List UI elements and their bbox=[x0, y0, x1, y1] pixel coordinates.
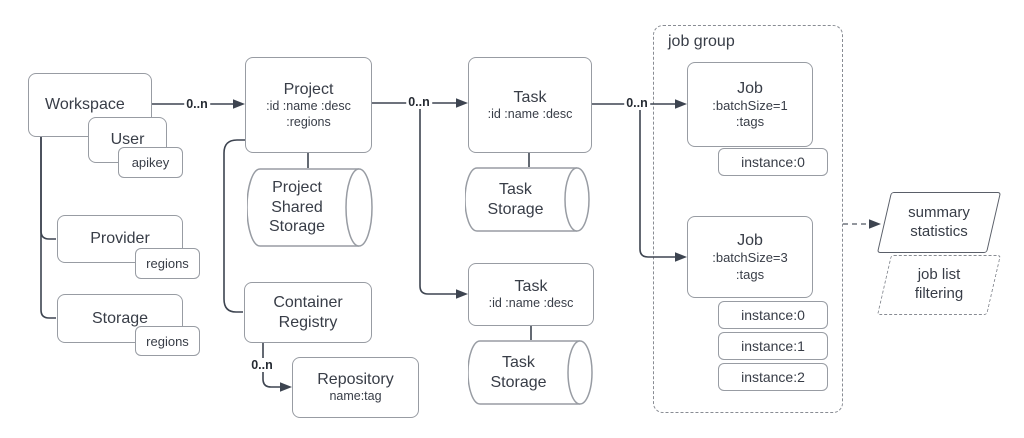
task-node-1: Task :id :name :desc bbox=[468, 57, 592, 153]
provider-regions-label: regions bbox=[146, 256, 189, 271]
instance-node: instance:1 bbox=[718, 332, 828, 360]
arrowhead-project-task bbox=[456, 98, 468, 108]
apikey-label: apikey bbox=[131, 155, 170, 170]
project-shared-storage-label: Project Shared Storage bbox=[268, 179, 326, 236]
job-node-1: Job :batchSize=1 :tags bbox=[687, 62, 813, 147]
repository-node: Repository name:tag bbox=[292, 357, 419, 418]
summary-statistics-label: summary statistics bbox=[908, 203, 970, 240]
edge-project-container-registry bbox=[223, 139, 245, 313]
provider-node: Provider bbox=[57, 215, 183, 263]
provider-label: Provider bbox=[90, 230, 150, 248]
task1-title: Task bbox=[513, 88, 547, 106]
task-storage-cylinder-1 bbox=[465, 167, 590, 232]
task2-attrs: :id :name :desc bbox=[488, 296, 574, 311]
arrowhead-workspace-project bbox=[233, 99, 245, 109]
project-title: Project bbox=[283, 80, 334, 98]
storage-regions-node: regions bbox=[135, 326, 200, 356]
project-node: Project :id :name :desc :regions bbox=[245, 57, 372, 153]
edge-workspace-storage bbox=[40, 137, 56, 319]
job1-title: Job bbox=[737, 79, 763, 97]
instance-node: instance:0 bbox=[718, 301, 828, 329]
container-registry-label: Container Registry bbox=[273, 294, 343, 331]
job-node-2: Job :batchSize=3 :tags bbox=[687, 216, 813, 298]
multiplicity-label-registry-repository: 0..n bbox=[249, 358, 275, 372]
instance-label: instance:1 bbox=[741, 338, 805, 354]
apikey-node: apikey bbox=[118, 147, 183, 178]
instance-node: instance:2 bbox=[718, 363, 828, 391]
instance-node: instance:0 bbox=[718, 148, 828, 176]
job-list-filtering-label: job list filtering bbox=[914, 266, 964, 302]
edge-project-task2 bbox=[419, 103, 456, 295]
storage-label: Storage bbox=[91, 309, 149, 327]
job-group-label: job group bbox=[668, 33, 735, 50]
edge-workspace-provider bbox=[40, 137, 56, 240]
project-attrs: :id :name :desc :regions bbox=[266, 98, 351, 129]
job2-attrs: :batchSize=3 :tags bbox=[712, 250, 788, 282]
repository-title: Repository bbox=[317, 371, 394, 389]
project-shared-storage-cylinder bbox=[247, 168, 373, 247]
job1-attrs: :batchSize=1 :tags bbox=[712, 97, 788, 130]
instance-label: instance:0 bbox=[741, 307, 805, 323]
provider-regions-node: regions bbox=[135, 248, 200, 279]
container-registry-node: Container Registry bbox=[244, 282, 372, 343]
instance-label: instance:0 bbox=[741, 154, 805, 170]
multiplicity-label-task-job: 0..n bbox=[624, 96, 650, 110]
multiplicity-label-workspace-project: 0..n bbox=[184, 97, 210, 111]
job2-title: Job bbox=[737, 232, 763, 250]
arrowhead-project-task2 bbox=[456, 289, 468, 299]
summary-statistics-parallelogram: summary statistics bbox=[875, 192, 1003, 253]
task-node-2: Task :id :name :desc bbox=[468, 263, 594, 326]
task-storage-cylinder-2 bbox=[468, 340, 593, 405]
user-label: User bbox=[110, 131, 145, 149]
task-storage-label-2: Task Storage bbox=[490, 353, 547, 391]
task1-attrs: :id :name :desc bbox=[487, 106, 573, 121]
storage-regions-label: regions bbox=[146, 333, 189, 349]
arrowhead-registry-repository bbox=[280, 382, 292, 392]
workspace-label: Workspace bbox=[45, 96, 125, 114]
instance-label: instance:2 bbox=[741, 369, 805, 385]
repository-attrs: name:tag bbox=[329, 389, 382, 404]
job-list-filtering-parallelogram: job list filtering bbox=[875, 255, 1003, 315]
task2-title: Task bbox=[514, 278, 548, 296]
task-storage-label-1: Task Storage bbox=[487, 180, 544, 218]
multiplicity-label-project-task: 0..n bbox=[406, 95, 432, 109]
